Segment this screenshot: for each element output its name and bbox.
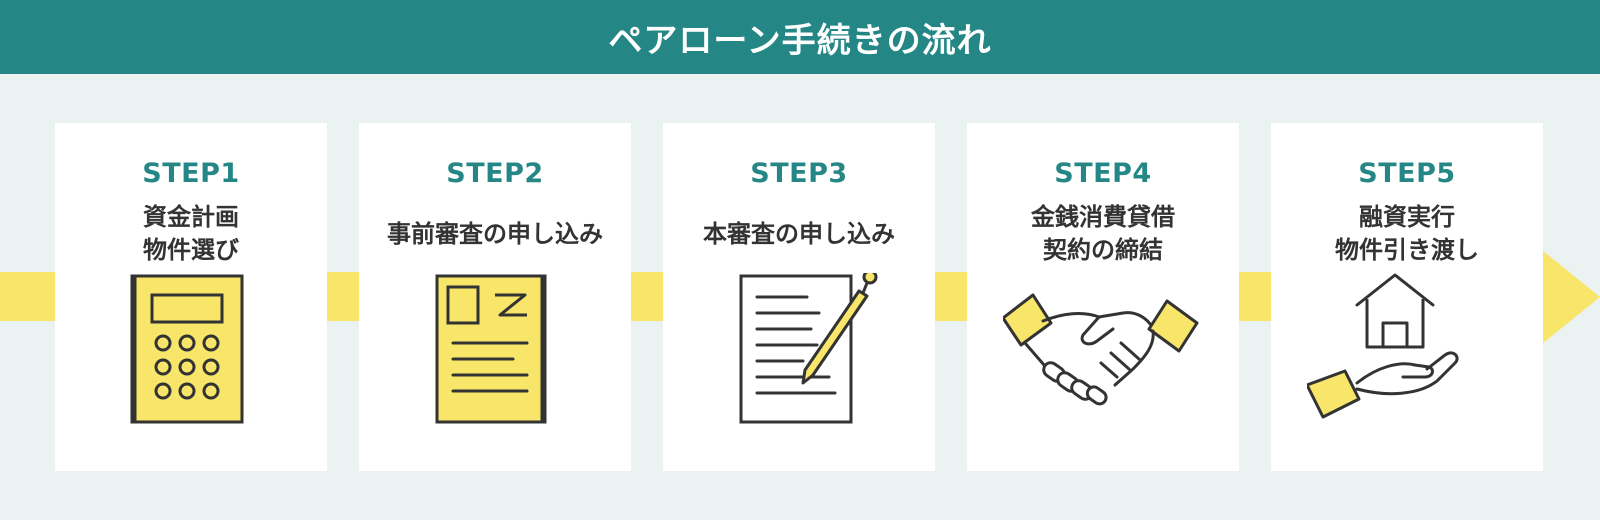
step-text-line: 契約の締結 <box>1043 236 1163 264</box>
step-label: STEP5 <box>1358 158 1456 189</box>
step-text-line: 融資実行 <box>1359 203 1455 231</box>
step-card-4: STEP4 金銭消費貸借 契約の締結 <box>967 123 1239 471</box>
calculator-icon <box>130 274 244 424</box>
step-label: STEP3 <box>750 158 848 189</box>
step-card-5: STEP5 融資実行 物件引き渡し <box>1271 123 1543 471</box>
step-text-line: 物件引き渡し <box>1335 236 1479 264</box>
step-label: STEP2 <box>446 158 544 189</box>
step-description: 融資実行 物件引き渡し <box>1271 201 1543 267</box>
application-form-icon <box>435 274 547 424</box>
house-in-hand-icon <box>1307 273 1459 419</box>
step-text-line: 金銭消費貸借 <box>1031 203 1175 231</box>
step-description: 金銭消費貸借 契約の締結 <box>967 201 1239 267</box>
document-pen-icon <box>739 273 878 424</box>
step-text-line: 資金計画 <box>143 203 239 231</box>
step-card-3: STEP3 本審査の申し込み <box>663 123 935 471</box>
step-description: 資金計画 物件選び <box>55 201 327 267</box>
step-text-line: 本審査の申し込み <box>703 219 895 248</box>
step-description: 本審査の申し込み <box>663 201 935 267</box>
step-description: 事前審査の申し込み <box>359 201 631 267</box>
step-label: STEP4 <box>1054 158 1152 189</box>
step-label: STEP1 <box>142 158 240 189</box>
step-card-1: STEP1 資金計画 物件選び <box>55 123 327 471</box>
step-text-line: 物件選び <box>143 236 239 264</box>
step-text-line: 事前審査の申し込み <box>387 219 603 248</box>
flow-arrowhead <box>1542 250 1600 344</box>
step-card-2: STEP2 事前審査の申し込み <box>359 123 631 471</box>
header-bar: ペアローン手続きの流れ <box>0 0 1600 74</box>
page-title: ペアローン手続きの流れ <box>608 20 992 61</box>
handshake-icon <box>1003 293 1199 406</box>
